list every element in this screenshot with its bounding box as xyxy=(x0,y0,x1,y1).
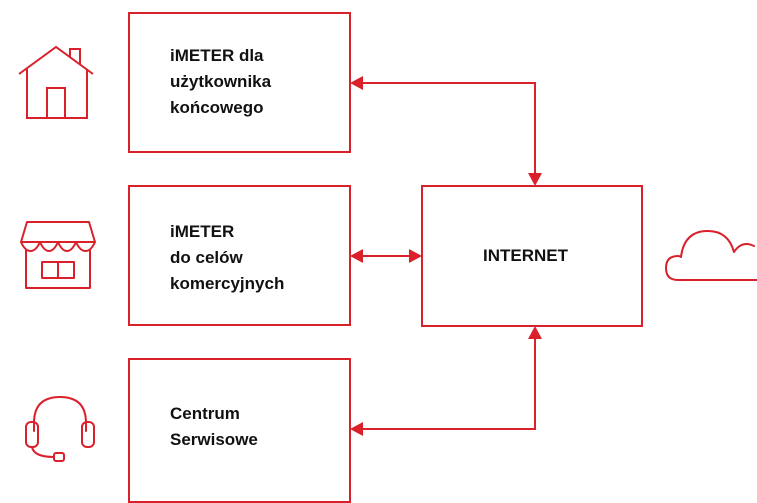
internet-label: INTERNET xyxy=(483,243,568,269)
end-user-label: iMETER dla użytkownika końcowego xyxy=(170,43,271,121)
end-user-label-line-1: iMETER dla xyxy=(170,46,264,65)
internet-label-line-1: INTERNET xyxy=(483,246,568,265)
end-user-box xyxy=(128,12,351,153)
commercial-label-line-2: do celów xyxy=(170,248,243,267)
arrowhead-internet-bottom xyxy=(528,326,542,339)
arrowhead-commercial xyxy=(350,249,363,263)
commercial-label: iMETER do celów komercyjnych xyxy=(170,219,284,297)
arrowhead-end-user xyxy=(350,76,363,90)
internet-box xyxy=(421,185,643,327)
headset-icon xyxy=(20,391,100,463)
house-icon xyxy=(17,44,97,120)
connector-internet-service xyxy=(362,337,536,430)
network-diagram: iMETER dla użytkownika końcowego iMETER … xyxy=(17,12,757,503)
end-user-label-line-3: końcowego xyxy=(170,98,264,117)
service-label: Centrum Serwisowe xyxy=(170,401,258,453)
arrowhead-service xyxy=(350,422,363,436)
connector-end-user-internet xyxy=(362,82,536,176)
service-label-line-1: Centrum xyxy=(170,404,240,423)
commercial-box xyxy=(128,185,351,326)
arrowhead-internet-left xyxy=(409,249,422,263)
cloud-icon xyxy=(664,222,757,284)
commercial-label-line-1: iMETER xyxy=(170,222,235,241)
service-label-line-2: Serwisowe xyxy=(170,430,258,449)
arrowhead-internet-top xyxy=(528,173,542,186)
connectors xyxy=(350,76,542,436)
service-box xyxy=(128,358,351,503)
commercial-label-line-3: komercyjnych xyxy=(170,274,285,293)
shop-icon xyxy=(18,220,98,290)
end-user-label-line-2: użytkownika xyxy=(170,72,272,91)
